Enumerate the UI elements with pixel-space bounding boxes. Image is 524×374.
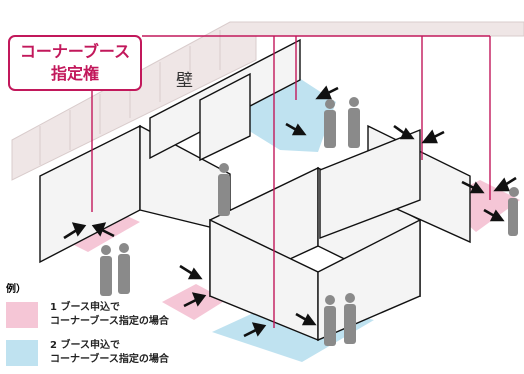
- legend-item-line2: コーナーブース指定の場合: [50, 354, 169, 365]
- legend-item-line1: 2 ブース申込で: [50, 340, 120, 351]
- partition-right: [319, 124, 471, 244]
- legend-swatch-pink: [6, 302, 38, 328]
- callout-line2: 指定権: [50, 64, 99, 83]
- legend-item-one-booth: 1 ブース申込で コーナーブース指定の場合: [6, 300, 306, 334]
- legend-item-line2: コーナーブース指定の場合: [50, 316, 169, 327]
- legend-item-line1: 1 ブース申込で: [50, 302, 120, 313]
- corner-booth-callout: コーナーブース 指定権: [8, 35, 142, 91]
- partition-bottom: [209, 218, 421, 342]
- callout-line1: コーナーブース: [19, 42, 131, 61]
- legend-item-text: 1 ブース申込で コーナーブース指定の場合: [50, 301, 169, 329]
- legend-item-text: 2 ブース申込で コーナーブース指定の場合: [50, 339, 169, 367]
- arrows: [63, 85, 517, 338]
- indicator-lines: [91, 35, 491, 328]
- people: [100, 97, 519, 346]
- partition-top-row: [149, 38, 301, 162]
- legend-item-two-booth: 2 ブース申込で コーナーブース指定の場合: [6, 338, 306, 372]
- legend-swatch-blue: [6, 340, 38, 366]
- legend-title: 例）: [6, 284, 26, 295]
- wall-label: 壁: [176, 71, 193, 91]
